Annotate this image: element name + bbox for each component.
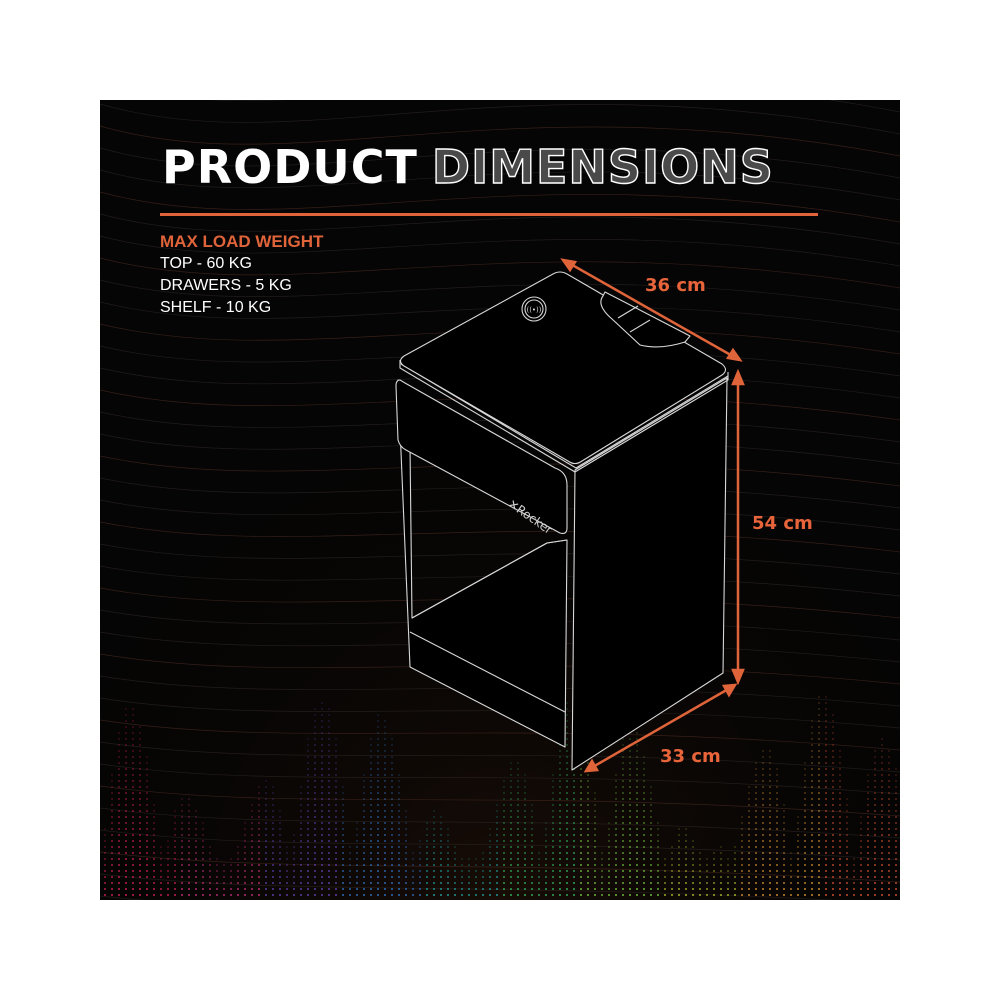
height-label: 54 cm xyxy=(752,513,813,534)
width-arrow xyxy=(590,686,731,770)
drawer xyxy=(395,379,568,534)
depth-label: 36 cm xyxy=(645,275,706,296)
wireless-charger-icon: ((•)) xyxy=(526,306,541,314)
background-pattern xyxy=(100,100,900,900)
nightstand-drawing: ((•)) ✕Rocker xyxy=(395,258,745,773)
side-panel xyxy=(571,377,728,771)
depth-arrow xyxy=(566,260,737,360)
shelf xyxy=(409,539,568,713)
load-top: TOP - 60 KG xyxy=(160,255,252,272)
title-solid: PRODUCT xyxy=(162,140,418,194)
max-load-heading: MAX LOAD WEIGHT xyxy=(160,232,324,251)
width-label: 33 cm xyxy=(660,746,721,767)
handle-cutout xyxy=(600,291,691,348)
title-outline: DIMENSIONS xyxy=(431,139,774,194)
divider xyxy=(160,213,818,216)
load-shelf: SHELF - 10 KG xyxy=(160,299,272,316)
load-drawers: DRAWERS - 5 KG xyxy=(160,277,292,294)
max-load-weight: MAX LOAD WEIGHT TOP - 60 KG DRAWERS - 5 … xyxy=(160,231,323,319)
